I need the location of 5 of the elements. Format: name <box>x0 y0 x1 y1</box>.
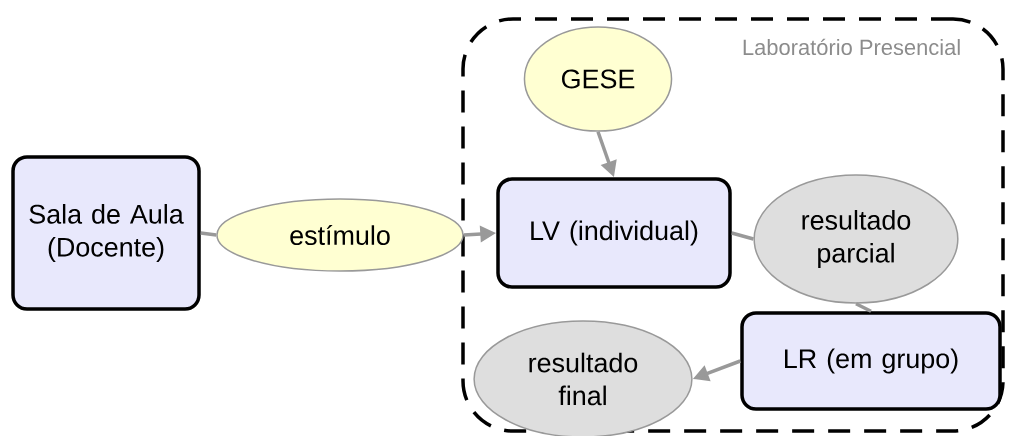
ellipse-node: estímulo <box>216 198 464 272</box>
process-box: Sala de Aula (Docente) <box>11 155 201 311</box>
process-box: LV (individual) <box>496 177 732 289</box>
process-box: LR (em grupo) <box>740 311 1002 411</box>
ellipse-node: GESE <box>523 26 673 132</box>
